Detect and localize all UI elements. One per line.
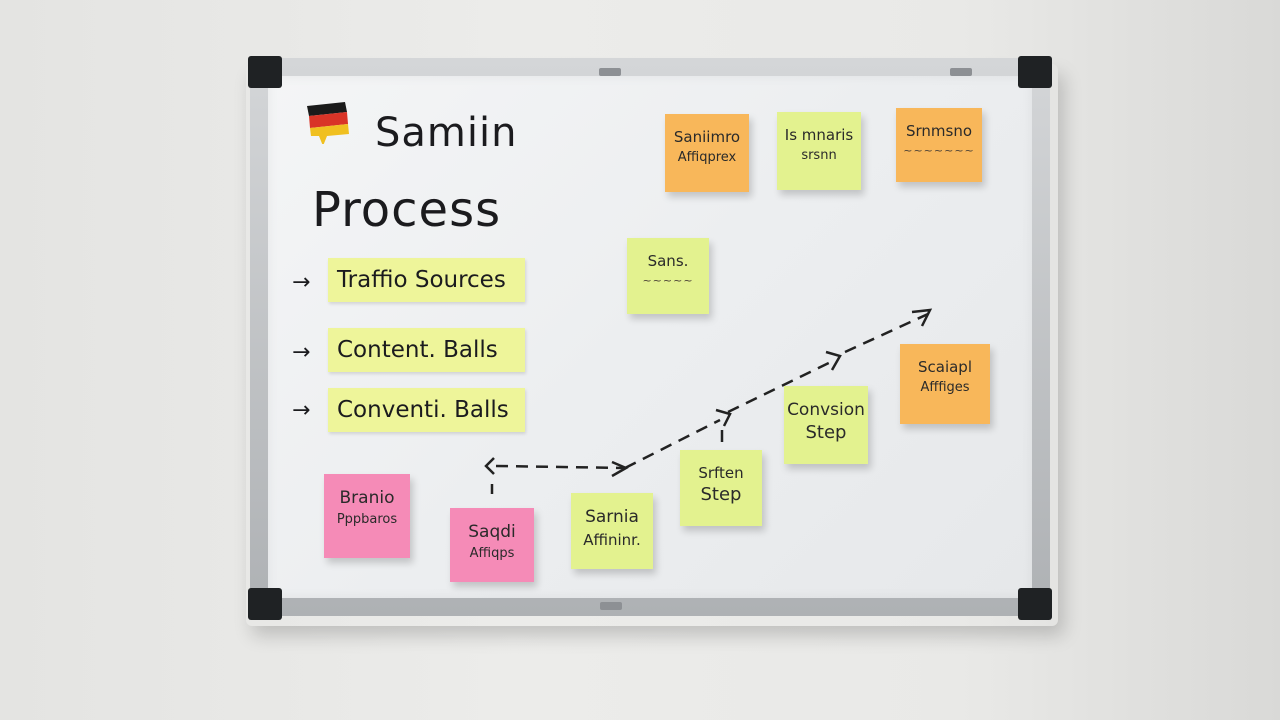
sticky-note-right-orange: Scaiapl Afffiges <box>900 344 990 424</box>
note-text: Afffiges <box>920 380 970 395</box>
sticky-note-conversion-step: Convsion Step <box>784 386 868 464</box>
note-text: Saqdi <box>468 522 516 542</box>
note-text: Convsion <box>787 400 865 420</box>
flag-icon <box>305 100 349 146</box>
sticky-note-pink-saqdi: Saqdi Affiqps <box>450 508 534 582</box>
frame-clip-bottom <box>600 602 622 610</box>
note-text: Saniimro <box>673 128 741 146</box>
sticky-note-mid-green: Sans. ~~~~~ <box>627 238 709 314</box>
board-title-line1: Samiin <box>375 110 518 156</box>
sticky-note-top-green: Is mnaris srsnn <box>777 112 861 190</box>
frame-corner-top-right <box>1018 56 1052 88</box>
sticky-note-top-orange-right: Srnmsno ~~~~~~~ <box>896 108 982 182</box>
sticky-note-samia: Sarnia Affininr. <box>571 493 653 569</box>
frame-clip-top-right <box>950 68 972 76</box>
list-arrow-1: → <box>292 270 311 295</box>
note-scribble: ~~~~~~~ <box>903 144 975 157</box>
note-text: Is mnaris <box>784 126 854 144</box>
list-item-content-balls: Content. Balls <box>328 328 525 372</box>
note-text: Affiqprex <box>677 150 737 165</box>
note-text: srsnn <box>801 148 837 163</box>
frame-clip-top <box>599 68 621 76</box>
list-arrow-3: → <box>292 398 311 423</box>
sticky-note-step: Srften Step <box>680 450 762 526</box>
frame-corner-top-left <box>248 56 282 88</box>
board-title-line2: Process <box>312 182 502 238</box>
frame-corner-bottom-right <box>1018 588 1052 620</box>
note-text: Srnmsno <box>905 122 973 140</box>
note-text: Affininr. <box>583 531 641 549</box>
note-text: Sans. <box>647 252 689 270</box>
frame-corner-bottom-left <box>248 588 282 620</box>
note-text: Pppbaros <box>336 512 398 527</box>
note-text: Step <box>700 484 742 505</box>
note-text: Srften <box>698 464 744 482</box>
sticky-note-top-orange-left: Saniimro Affiqprex <box>665 114 749 192</box>
note-text: Affiqps <box>469 546 515 561</box>
note-text: Sarnia <box>585 507 639 527</box>
note-text: Branio <box>339 488 395 508</box>
list-item-conventi-balls: Conventi. Balls <box>328 388 525 432</box>
sticky-note-pink-branio: Branio Pppbaros <box>324 474 410 558</box>
note-text: Step <box>805 422 847 443</box>
note-scribble: ~~~~~ <box>642 274 694 287</box>
list-item-traffic-sources: Traffio Sources <box>328 258 525 302</box>
list-arrow-2: → <box>292 340 311 365</box>
note-text: Scaiapl <box>917 358 972 376</box>
